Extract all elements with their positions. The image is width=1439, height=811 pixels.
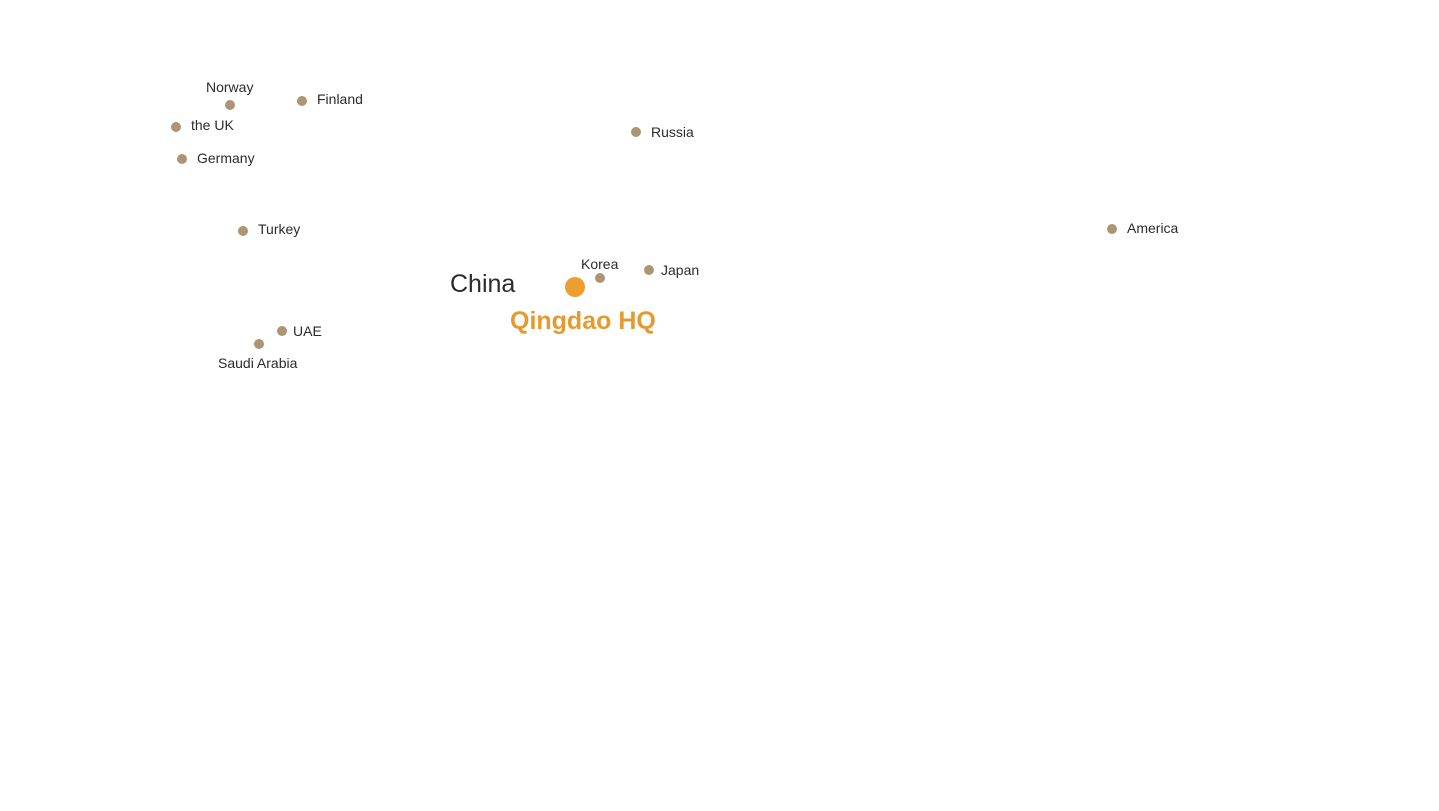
region-label-china: China — [450, 270, 516, 298]
office-marker-america[interactable] — [1107, 224, 1117, 234]
office-label-uae[interactable]: UAE — [293, 323, 322, 339]
hq-marker[interactable] — [565, 277, 585, 297]
office-marker-finland[interactable] — [297, 96, 307, 106]
office-label-the-uk[interactable]: the UK — [191, 117, 234, 133]
office-marker-korea[interactable] — [595, 273, 605, 283]
office-label-norway[interactable]: Norway — [206, 79, 254, 95]
office-label-saudi-arabia[interactable]: Saudi Arabia — [218, 355, 298, 371]
office-label-finland[interactable]: Finland — [317, 91, 363, 107]
office-marker-saudi-arabia[interactable] — [254, 339, 264, 349]
office-marker-turkey[interactable] — [238, 226, 248, 236]
office-label-germany[interactable]: Germany — [197, 150, 255, 166]
office-label-america[interactable]: America — [1127, 220, 1179, 236]
office-marker-germany[interactable] — [177, 154, 187, 164]
office-label-japan[interactable]: Japan — [661, 262, 700, 278]
office-label-korea[interactable]: Korea — [581, 256, 619, 272]
office-marker-norway[interactable] — [225, 100, 235, 110]
office-marker-russia[interactable] — [631, 127, 641, 137]
office-marker-uae[interactable] — [277, 326, 287, 336]
office-label-russia[interactable]: Russia — [651, 124, 694, 140]
office-marker-japan[interactable] — [644, 265, 654, 275]
office-marker-the-uk[interactable] — [171, 122, 181, 132]
hq-label[interactable]: Qingdao HQ — [510, 307, 656, 335]
office-label-turkey[interactable]: Turkey — [258, 221, 301, 237]
